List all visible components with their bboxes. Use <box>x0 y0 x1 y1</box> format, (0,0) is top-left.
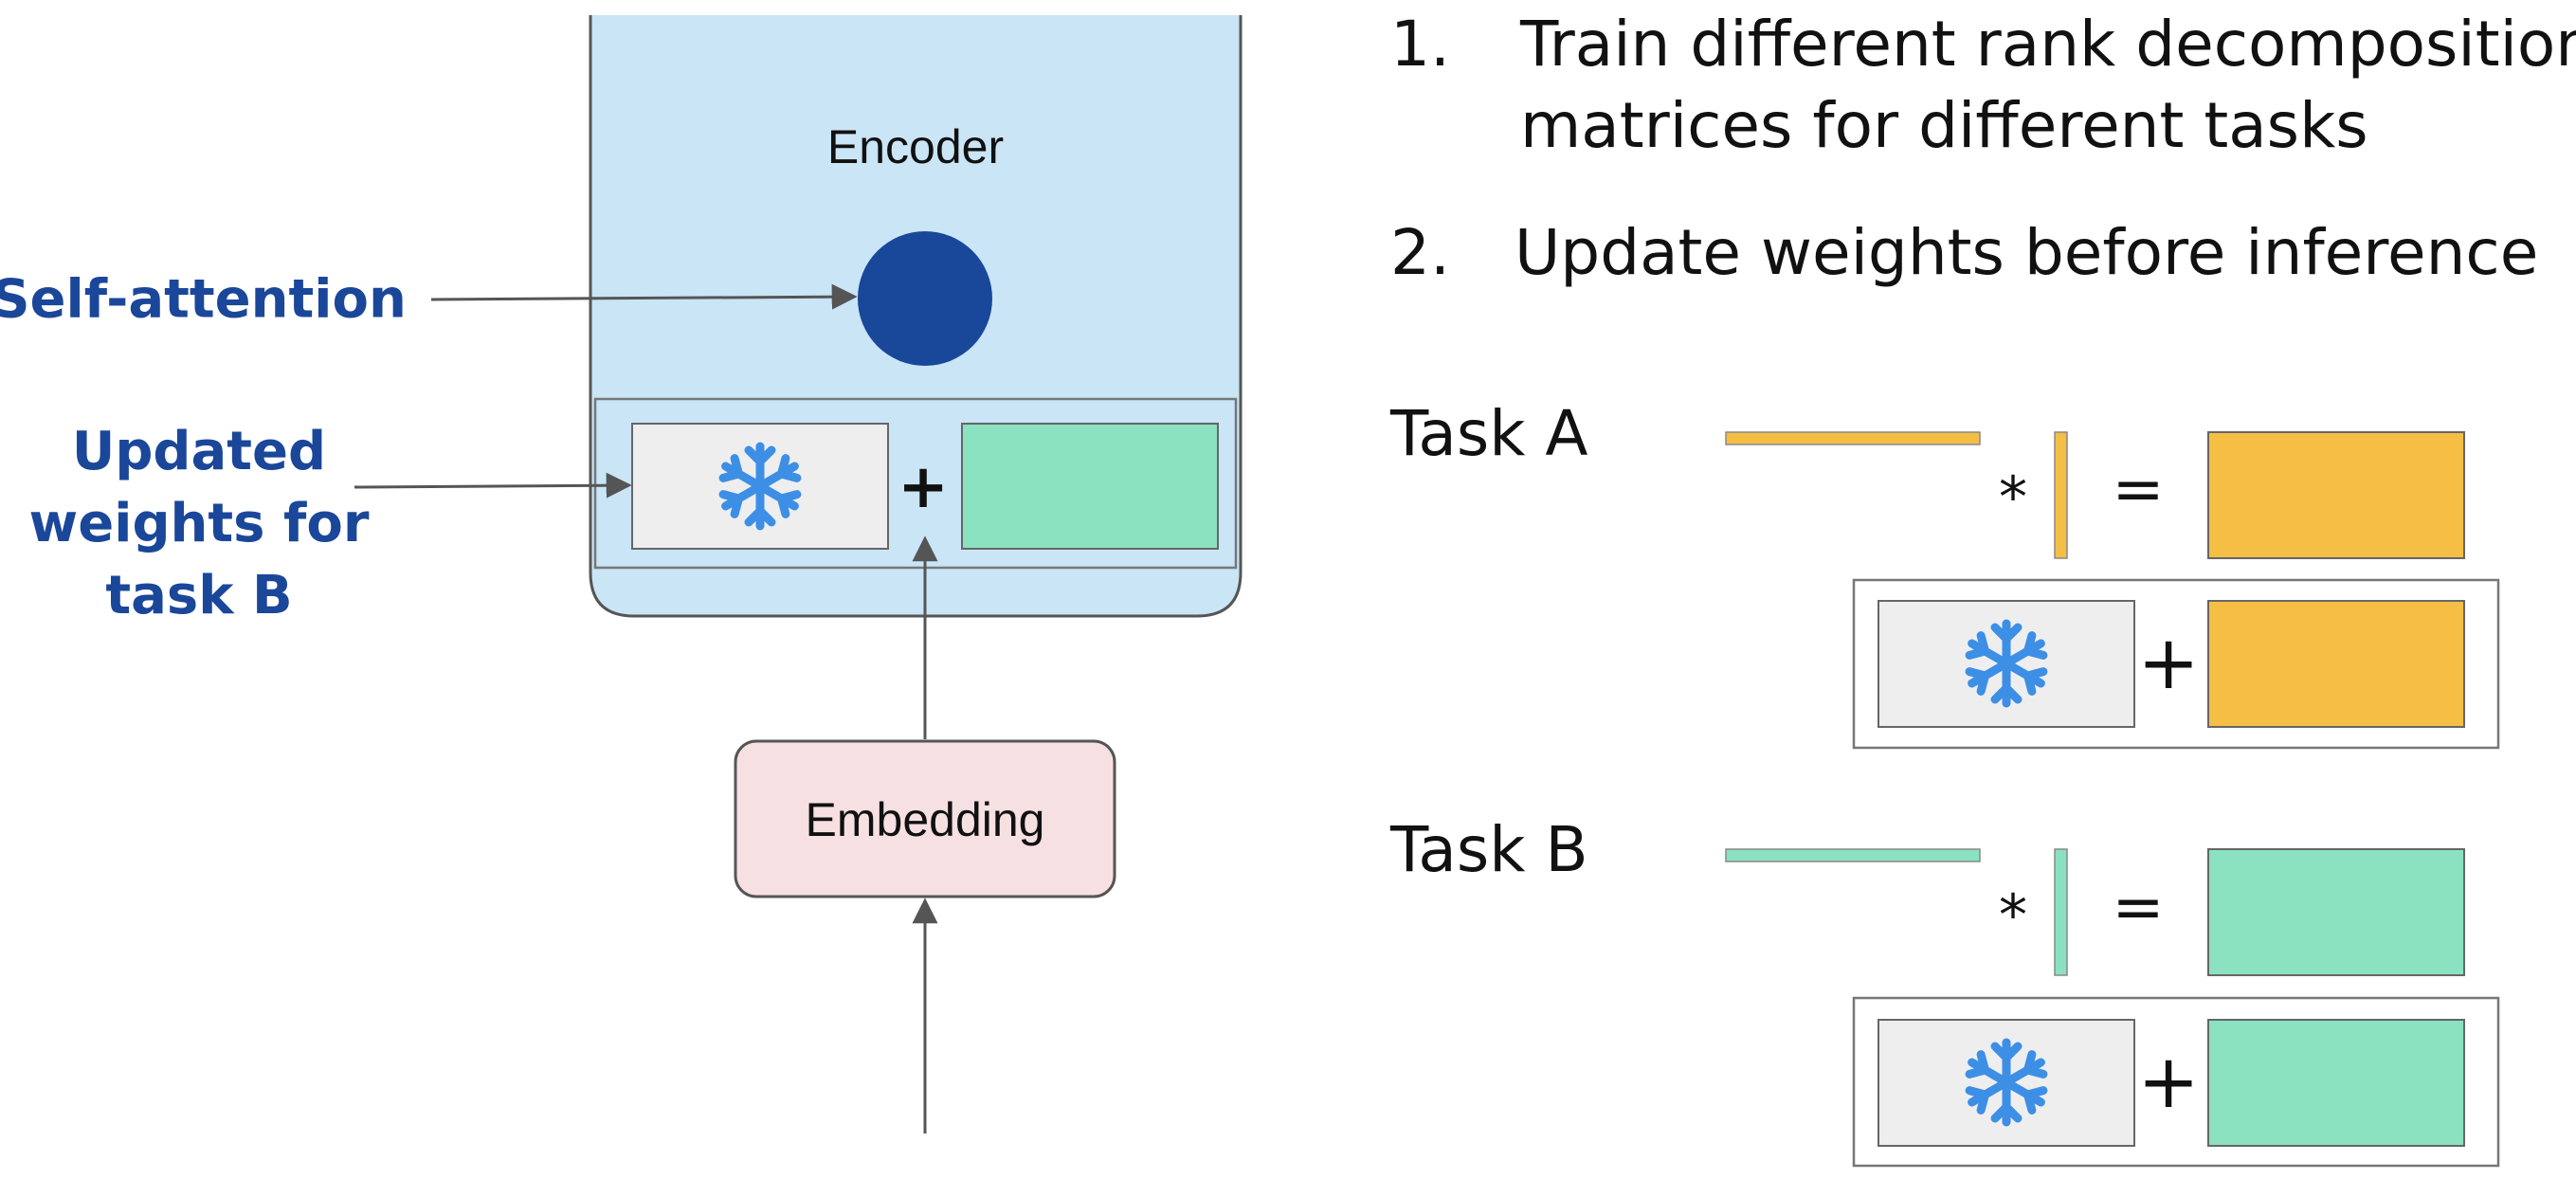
step-text: Update weights before inference <box>1515 216 2539 289</box>
task-b-update-block <box>2207 1019 2465 1147</box>
self-attention-node <box>858 231 992 366</box>
updated-weights-line: task B <box>105 565 293 626</box>
updated-weights-line: Updated <box>71 421 327 482</box>
step-number: 2. <box>1390 216 1450 289</box>
task-a-weights-container <box>1852 578 2500 750</box>
embedding-block <box>734 739 1116 898</box>
task-b-product <box>2207 848 2465 976</box>
plus-operator: + <box>898 452 949 522</box>
encoder-top-cutoff <box>588 0 1243 15</box>
task-a-label: Task A <box>1390 397 1588 470</box>
updated-weights-arrow <box>354 472 632 499</box>
times-operator: * <box>1999 464 2027 531</box>
step-text: Train different rank decomposition <box>1520 8 2576 81</box>
updated-weights-label: Updated weights for task B <box>29 416 370 632</box>
task-b-label: Task B <box>1390 813 1588 886</box>
task-b-column-vector <box>1725 848 1981 862</box>
task-a-update-block <box>2207 600 2465 728</box>
self-attention-label: Self-attention <box>0 268 407 331</box>
weights-container <box>593 397 1238 570</box>
plus-operator: + <box>2137 1040 2200 1125</box>
task-b-update-block <box>961 423 1219 550</box>
updated-weights-line: weights for <box>28 493 370 554</box>
plus-operator: + <box>2137 621 2200 706</box>
task-b-row-vector <box>2054 848 2068 976</box>
equals-operator: = <box>2112 870 2165 944</box>
times-operator: * <box>1999 882 2027 949</box>
self-attention-arrow <box>430 283 858 310</box>
embedding-label: Embedding <box>805 793 1045 846</box>
step-number: 1. <box>1390 8 1450 81</box>
step-text: matrices for different tasks <box>1520 89 2368 162</box>
task-a-column-vector <box>1725 431 1981 445</box>
task-a-product <box>2207 431 2465 559</box>
task-a-row-vector <box>2054 431 2068 559</box>
encoder-label: Encoder <box>826 120 1005 173</box>
task-b-weights-container <box>1852 996 2500 1168</box>
equals-operator: = <box>2112 452 2165 526</box>
